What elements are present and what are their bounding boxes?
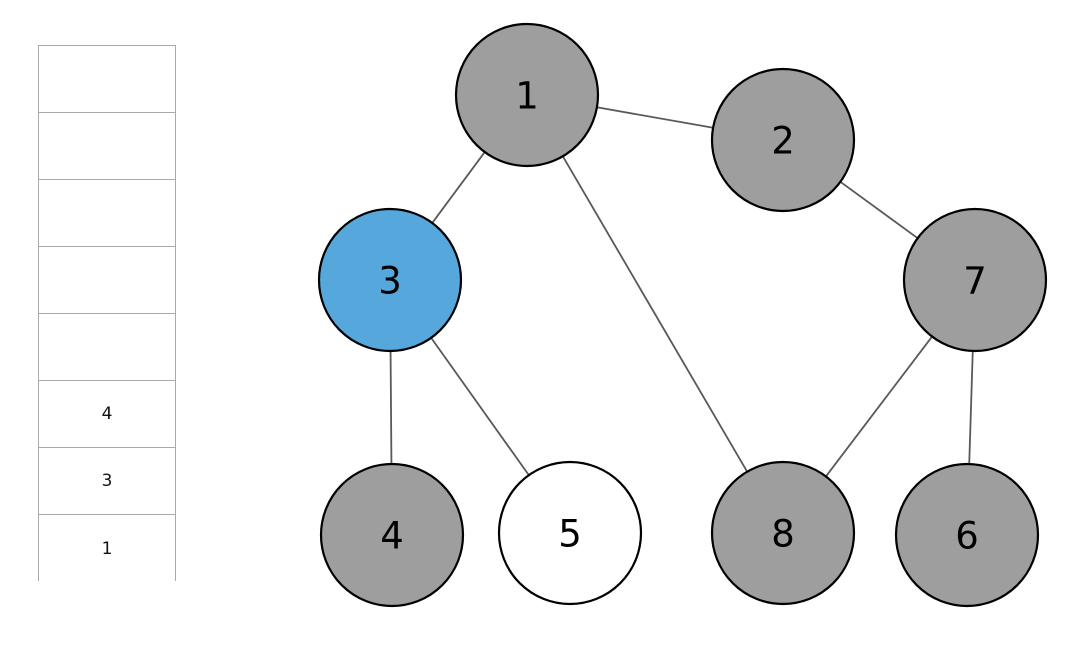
node-circle-8[interactable]: [710, 460, 856, 606]
node-label-8: 8: [771, 513, 795, 556]
graph-edge-3-5: [430, 337, 530, 476]
graph-edge-1-2: [596, 106, 714, 129]
node-circle-7[interactable]: [902, 207, 1048, 353]
stack-cell: 1: [39, 515, 175, 582]
graph-edge-1-3: [431, 151, 486, 224]
graph-node-1[interactable]: 1: [454, 22, 600, 168]
stack-cell: [39, 46, 175, 113]
node-label-4: 4: [380, 515, 404, 558]
stack-cell: 3: [39, 448, 175, 515]
node-circle-4[interactable]: [319, 462, 465, 608]
node-circle-1[interactable]: [454, 22, 600, 168]
graph-edge-2-7: [839, 181, 919, 239]
stack-cell: [39, 113, 175, 180]
edge-layer: [389, 106, 974, 477]
graph-node-4[interactable]: 4: [319, 462, 465, 608]
stack-cell: [39, 180, 175, 247]
node-layer: 1 2 3 7 4 5 8 6: [317, 22, 1048, 608]
stack-cell: [39, 314, 175, 381]
graph-node-6[interactable]: 6: [894, 462, 1040, 608]
node-label-7: 7: [963, 260, 987, 303]
graph-node-3[interactable]: 3: [317, 207, 463, 353]
graph-node-5[interactable]: 5: [497, 460, 643, 606]
node-label-2: 2: [771, 120, 795, 163]
node-circle-6[interactable]: [894, 462, 1040, 608]
node-circle-5[interactable]: [497, 460, 643, 606]
node-label-5: 5: [558, 513, 582, 556]
graph-edge-1-8: [562, 155, 748, 473]
node-label-6: 6: [955, 515, 979, 558]
graph-node-7[interactable]: 7: [902, 207, 1048, 353]
node-label-3: 3: [378, 260, 402, 303]
graph-node-8[interactable]: 8: [710, 460, 856, 606]
node-circle-3[interactable]: [317, 207, 463, 353]
graph-edge-7-6: [968, 350, 974, 465]
node-label-1: 1: [515, 75, 539, 118]
stack-cell: 4: [39, 381, 175, 448]
graph-edge-7-8: [825, 336, 933, 477]
graph-node-2[interactable]: 2: [710, 67, 856, 213]
stack-cell: [39, 247, 175, 314]
node-circle-2[interactable]: [710, 67, 856, 213]
graph-edge-3-4: [389, 350, 393, 465]
